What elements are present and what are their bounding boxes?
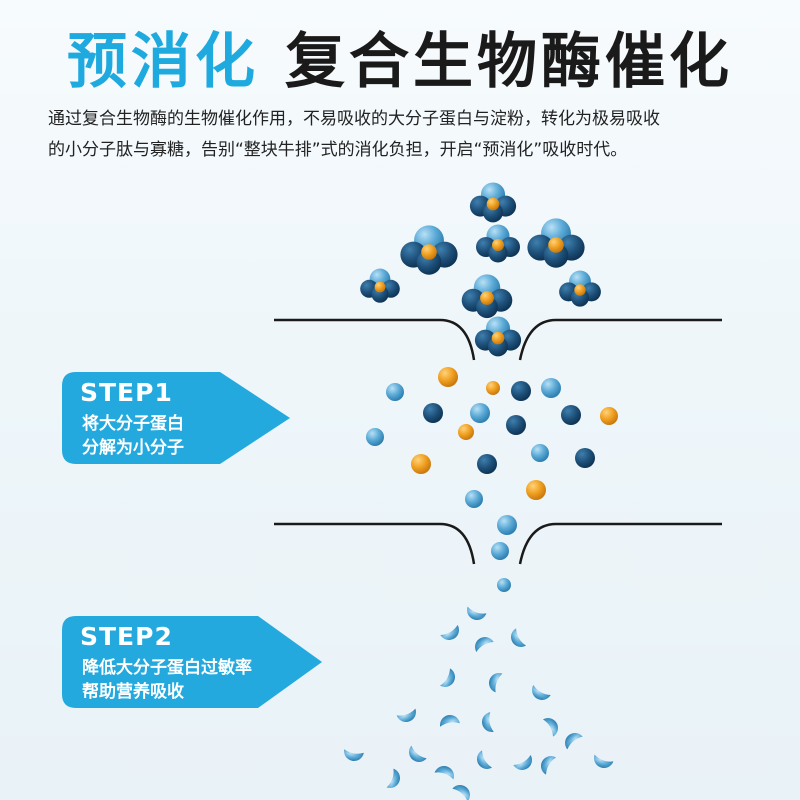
- molecule-cluster: [469, 182, 517, 223]
- peptide-fragment: [409, 745, 427, 762]
- step2-line-2: 帮助营养吸收: [82, 682, 184, 702]
- funnel-right-2: [518, 522, 722, 565]
- small-molecule: [458, 424, 474, 440]
- small-molecule: [561, 405, 581, 425]
- molecule-core: [480, 291, 494, 305]
- step1-title: STEP1: [80, 378, 173, 407]
- molecule-cluster: [360, 268, 400, 303]
- small-molecule: [438, 367, 458, 387]
- small-molecule: [541, 378, 561, 398]
- peptide-fragment: [482, 712, 494, 732]
- peptide-fragment: [434, 766, 454, 780]
- step2-line-1: 降低大分子蛋白过敏率: [82, 658, 252, 678]
- step2-arrow-shape: [62, 616, 322, 708]
- small-molecule: [575, 448, 595, 468]
- molecule-cluster: [461, 274, 513, 319]
- small-molecule: [486, 381, 500, 395]
- molecule-cluster: [400, 225, 458, 275]
- step1-tag: STEP1 将大分子蛋白 分解为小分子: [62, 372, 362, 468]
- small-molecule: [497, 578, 511, 592]
- peptide-fragment: [532, 685, 551, 700]
- step2-tag: STEP2 降低大分子蛋白过敏率 帮助营养吸收: [62, 616, 362, 712]
- step2-title: STEP2: [80, 622, 173, 651]
- molecule-core: [574, 284, 586, 296]
- description-line-1: 通过复合生物酶的生物催化作用，不易吸收的大分子蛋白与淀粉，转化为极易吸收: [48, 109, 660, 129]
- peptide-fragment: [440, 715, 460, 727]
- small-molecule: [386, 383, 404, 401]
- small-molecule: [470, 403, 490, 423]
- peptide-fragment: [489, 673, 503, 693]
- small-molecule: [423, 403, 443, 423]
- small-molecule: [491, 542, 509, 560]
- molecule-core: [548, 237, 564, 253]
- small-molecules: [366, 367, 618, 592]
- funnel-lines: [274, 318, 722, 565]
- molecule-core: [492, 239, 504, 251]
- small-molecule: [506, 415, 526, 435]
- peptide-fragment: [541, 756, 556, 775]
- molecule-cluster: [527, 218, 585, 268]
- small-molecule: [411, 454, 431, 474]
- step1-line-1: 将大分子蛋白: [82, 414, 184, 434]
- funnel-left-1: [274, 318, 476, 361]
- peptide-fragment: [543, 718, 558, 737]
- small-molecule: [600, 407, 618, 425]
- small-molecule: [511, 381, 531, 401]
- peptide-fragment: [386, 768, 400, 788]
- step1-text: 将大分子蛋白 分解为小分子: [82, 412, 184, 460]
- peptide-fragment: [565, 733, 583, 750]
- molecule-clusters: [360, 182, 601, 357]
- molecule-core: [491, 331, 505, 345]
- peptide-fragment: [594, 754, 614, 768]
- small-molecule: [477, 454, 497, 474]
- molecule-core: [486, 197, 500, 211]
- molecule-core: [421, 244, 437, 260]
- peptide-fragment: [467, 606, 487, 620]
- peptide-fragment: [344, 749, 364, 761]
- title-main: 复合生物酶催化: [285, 27, 733, 97]
- small-molecule: [465, 490, 483, 508]
- peptide-fragment: [396, 708, 416, 722]
- page-title: 预消化复合生物酶催化: [0, 22, 800, 102]
- peptide-fragment: [440, 668, 455, 687]
- molecule-cluster: [474, 316, 522, 357]
- small-molecule: [366, 428, 384, 446]
- step1-arrow-shape: [62, 372, 290, 464]
- step1-line-2: 分解为小分子: [82, 438, 184, 458]
- peptide-fragment: [475, 637, 494, 652]
- small-molecule: [497, 515, 517, 535]
- molecule-core: [374, 281, 386, 293]
- step2-text: 降低大分子蛋白过敏率 帮助营养吸收: [82, 656, 252, 704]
- title-highlight: 预消化: [67, 27, 259, 97]
- small-molecule: [531, 444, 549, 462]
- peptide-fragment: [511, 628, 526, 647]
- description: 通过复合生物酶的生物催化作用，不易吸收的大分子蛋白与淀粉，转化为极易吸收 的小分…: [48, 104, 758, 166]
- peptide-fragment: [440, 625, 459, 640]
- peptide-fragment: [477, 750, 492, 769]
- funnel-left-2: [274, 522, 476, 565]
- peptide-fragments: [344, 606, 614, 800]
- funnel-right-1: [518, 318, 722, 361]
- peptide-fragment: [452, 785, 470, 800]
- small-molecule: [526, 480, 546, 500]
- peptide-fragment: [513, 755, 532, 770]
- description-line-2: 的小分子肽与寡糖，告别“整块牛排”式的消化负担，开启“预消化”吸收时代。: [48, 140, 628, 160]
- molecule-cluster: [476, 224, 520, 263]
- molecule-cluster: [559, 270, 601, 307]
